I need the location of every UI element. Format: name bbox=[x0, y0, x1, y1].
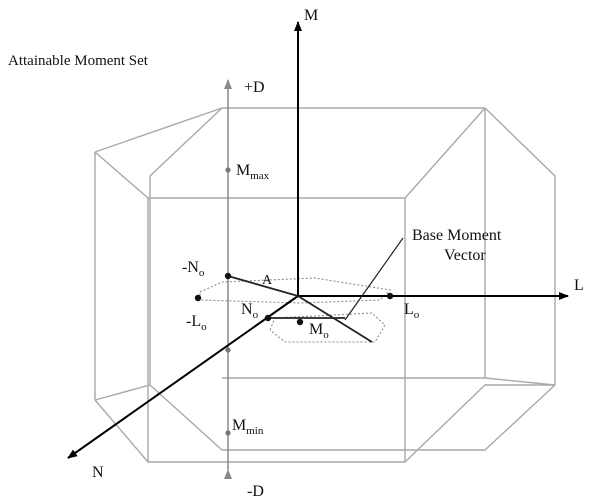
l-axis-label: L bbox=[574, 277, 584, 294]
polyhedron-back-top-face bbox=[149, 107, 556, 451]
neg-l0-label: -Lo bbox=[186, 313, 207, 333]
polyhedron-front-top-face bbox=[94, 107, 486, 199]
diagram-title: Attainable Moment Set bbox=[8, 53, 149, 69]
m-max-label: Mmax bbox=[236, 162, 270, 182]
m-min-label: Mmin bbox=[232, 417, 264, 437]
attainable-set-polyhedron bbox=[94, 107, 556, 463]
m0-point bbox=[296, 318, 304, 326]
m-min-point bbox=[225, 430, 231, 436]
d-axis-lower-point bbox=[225, 347, 231, 353]
neg-n0-point bbox=[224, 272, 232, 280]
base-moment-vector bbox=[297, 295, 373, 343]
polyhedron-back-left-edge bbox=[94, 107, 223, 153]
n0-point bbox=[264, 314, 272, 322]
base-moment-label-line2: Vector bbox=[444, 247, 486, 264]
polyhedron-right-edges bbox=[404, 198, 555, 463]
d-neg-label: -D bbox=[247, 483, 264, 500]
point-a-label: A bbox=[262, 273, 273, 288]
n-axis-label: N bbox=[92, 464, 104, 481]
neg-n0-label: -No bbox=[182, 259, 205, 279]
points bbox=[194, 167, 394, 436]
l0-label: Lo bbox=[404, 301, 420, 321]
m0-label: Mo bbox=[309, 321, 329, 341]
polyhedron-left-edges bbox=[94, 152, 149, 463]
m-max-point bbox=[225, 167, 231, 173]
polyhedron-inner-left bbox=[94, 384, 151, 401]
base-moment-label-line1: Base Moment bbox=[412, 227, 502, 244]
l0-point bbox=[386, 292, 394, 300]
n0-label: No bbox=[241, 301, 259, 321]
n-axis bbox=[67, 295, 299, 459]
polyhedron-inner-bottom bbox=[222, 377, 556, 386]
neg-l0-point bbox=[194, 294, 202, 302]
line-to-neg-n0 bbox=[227, 275, 299, 297]
d-pos-label: +D bbox=[244, 79, 265, 96]
m-axis-label: M bbox=[304, 7, 318, 24]
annotation-leader-line bbox=[344, 237, 404, 321]
